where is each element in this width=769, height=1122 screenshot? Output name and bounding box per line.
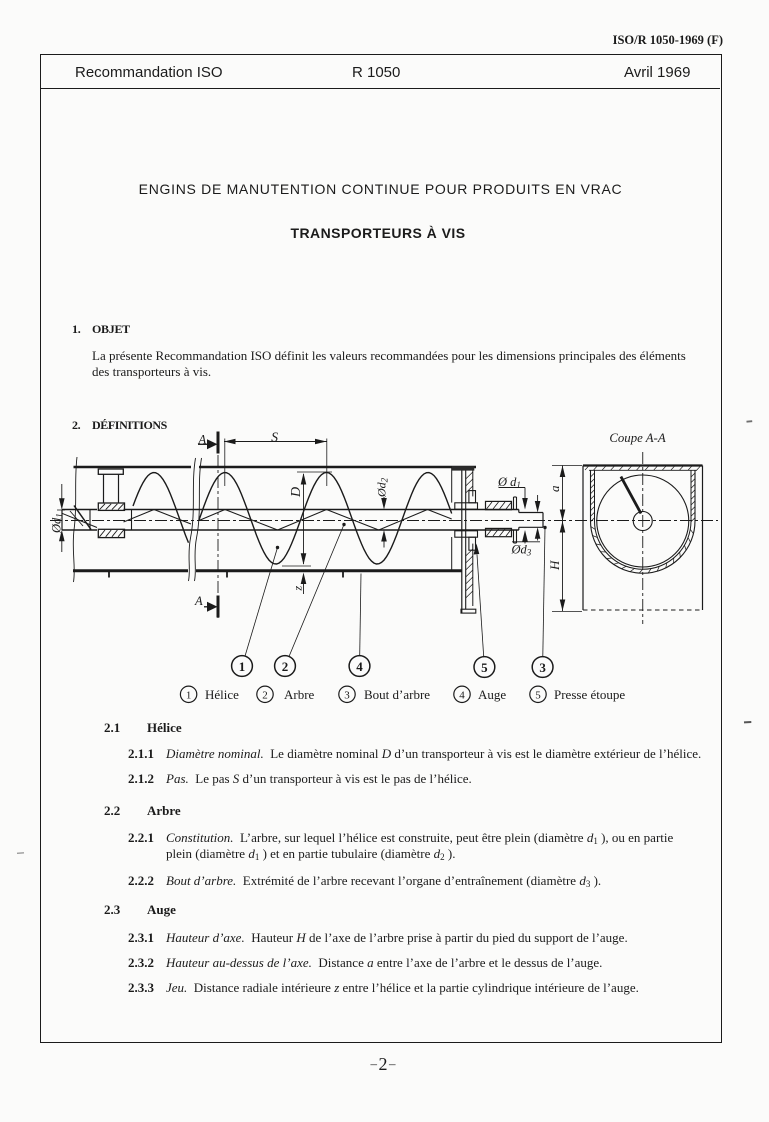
svg-text:3: 3 (344, 689, 350, 701)
svg-text:Ød2: Ød2 (375, 477, 390, 498)
svg-text:Hélice: Hélice (205, 687, 239, 702)
svg-text:Bout d’arbre: Bout d’arbre (364, 687, 430, 702)
svg-text:Coupe A-A: Coupe A-A (609, 431, 665, 445)
svg-text:5: 5 (535, 689, 541, 701)
svg-text:Ø d1: Ø d1 (497, 475, 521, 490)
svg-text:a: a (547, 485, 562, 492)
svg-text:5: 5 (481, 660, 488, 675)
svg-text:3: 3 (539, 660, 546, 675)
svg-text:1: 1 (239, 659, 246, 674)
svg-text:2: 2 (262, 689, 268, 701)
svg-text:2: 2 (282, 659, 289, 674)
svg-text:z: z (291, 586, 305, 592)
svg-text:Auge: Auge (478, 687, 506, 702)
svg-text:A: A (194, 594, 203, 608)
svg-text:4: 4 (459, 689, 465, 701)
svg-text:4: 4 (356, 659, 363, 674)
svg-text:1: 1 (186, 689, 192, 701)
svg-text:Ød1: Ød1 (50, 513, 65, 534)
svg-text:H: H (547, 560, 562, 571)
svg-text:Ød3: Ød3 (511, 543, 532, 558)
svg-text:Presse étoupe: Presse étoupe (554, 687, 625, 702)
svg-text:A: A (198, 432, 207, 446)
svg-text:Arbre: Arbre (284, 687, 315, 702)
svg-text:S: S (271, 429, 278, 444)
svg-text:D: D (289, 487, 304, 498)
